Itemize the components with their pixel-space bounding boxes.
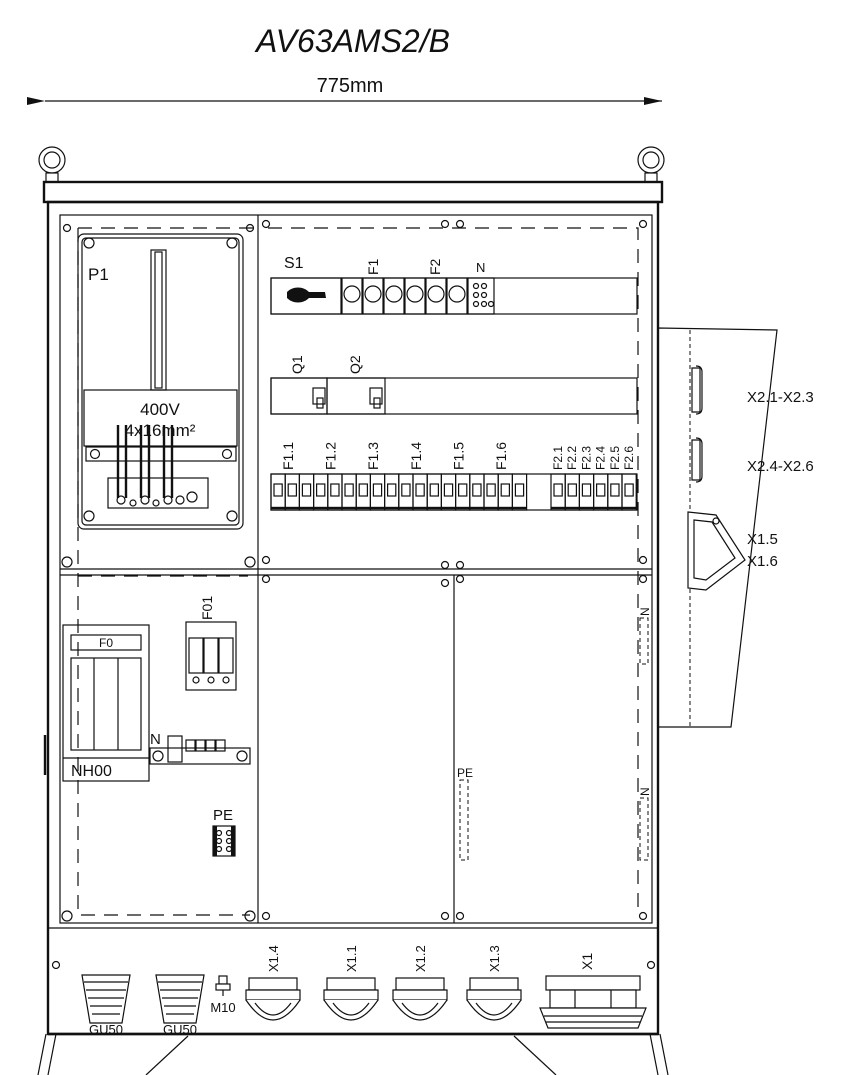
breaker-label: F2.1 [551,446,565,470]
meter-voltage-label: 400V [140,400,180,419]
breaker-F2.5 [607,473,623,511]
breaker-label: F1.4 [408,442,424,470]
lifting-eye-left [38,146,66,183]
neutral-top-label: N [476,260,485,275]
socket-X1.2 [392,977,448,1021]
surge-arrester-label: F01 [199,596,215,620]
drawing-title: AV63AMS2/B [254,23,450,59]
breaker-F2.6 [621,473,637,511]
neutral-bar-lower [149,735,251,765]
rcd-q1-label: Q1 [289,355,305,374]
cable-gland-2 [155,974,205,1024]
socket-label: X1.1 [344,945,359,972]
frame-screws [51,219,656,970]
enclosure-roof [42,180,664,204]
rcd-q2-label: Q2 [347,355,363,374]
breaker-label: F1.1 [280,442,296,470]
neutral-lower-label: N [150,731,161,748]
side-socket-label-1: X2.1-X2.3 [747,389,814,406]
socket-label: X1.2 [413,945,428,972]
breaker-F1.3 [355,473,400,511]
neutral-bar-bottom [639,797,649,861]
enclosure-body [46,200,660,1036]
nh00-fuse-base [62,624,150,782]
breaker-label: F2.4 [594,446,608,470]
breaker-F1.4 [398,473,443,511]
surge-arrester [185,621,237,691]
gland-1-label: GU50 [89,1022,123,1037]
main-socket-label: X1 [579,953,595,970]
neutral-bar-bottom-label: N [638,787,652,796]
breaker-label: F2.6 [622,446,636,470]
breaker-label: F2.3 [579,446,593,470]
din-row-rcd [270,377,638,415]
socket-label: X1.3 [487,945,502,972]
main-switch-label: S1 [284,255,304,272]
earth-bolt [215,975,231,996]
socket-X1.4 [245,977,301,1021]
side-socket-label-2: X2.4-X2.6 [747,458,814,475]
side-socket-label-4: X1.6 [747,553,778,570]
breaker-F1.6 [483,473,528,511]
neutral-bar-top-label: N [638,607,652,616]
fuse-carriers [341,277,468,315]
meter-cables [116,425,198,507]
pe-bar [459,779,469,861]
din-row-top [270,277,638,315]
fuse-base-label: NH00 [71,763,112,780]
meter-panel: P1 400V 4x16mm² [77,233,244,530]
meter-panel-label: P1 [88,265,109,284]
breaker-F2.3 [578,473,595,511]
breaker-F1.5 [440,473,485,511]
neutral-bar-top [639,617,649,665]
stand-legs [37,1033,669,1075]
meter-cable-label: 4x16mm² [125,421,196,440]
width-dimension-label: 775mm [317,75,384,97]
side-socket-box [657,327,778,728]
bottom-sockets: X1.4 X1.1 X1.2 X1.3 [245,945,522,1021]
cable-gland-1 [81,974,131,1024]
earth-lower-left-label: PE [213,807,233,824]
earth-bolt-label: M10 [210,1000,235,1015]
breaker-label: F1.3 [365,442,381,470]
fuse-holder-label: F0 [99,636,113,650]
breaker-label: F1.2 [323,442,339,470]
breaker-F2.2 [564,473,581,511]
breaker-label: F1.6 [493,442,509,470]
breaker-F1.1 [270,473,315,511]
socket-label: X1.4 [266,945,281,972]
neutral-terminal-top [472,282,495,308]
earth-terminal [212,825,236,857]
gland-2-label: GU50 [163,1022,197,1037]
breaker-label: F2.2 [565,446,579,470]
socket-X1.1 [323,977,379,1021]
breaker-F2.1 [550,473,566,511]
fuse-f2-label: F2 [427,258,443,275]
breaker-label: F1.5 [450,442,466,470]
lifting-eye-right [637,146,665,183]
fuse-f1-label: F1 [365,258,381,275]
breaker-F1.2 [313,473,357,511]
main-socket [539,975,647,1029]
din-row-breakers [270,473,638,511]
side-socket-label-3: X1.5 [747,531,778,548]
breaker-label: F2.5 [608,446,622,470]
breaker-F2.4 [592,473,609,511]
earth-lower-right-label: PE [457,766,473,780]
socket-X1.3 [466,977,522,1021]
